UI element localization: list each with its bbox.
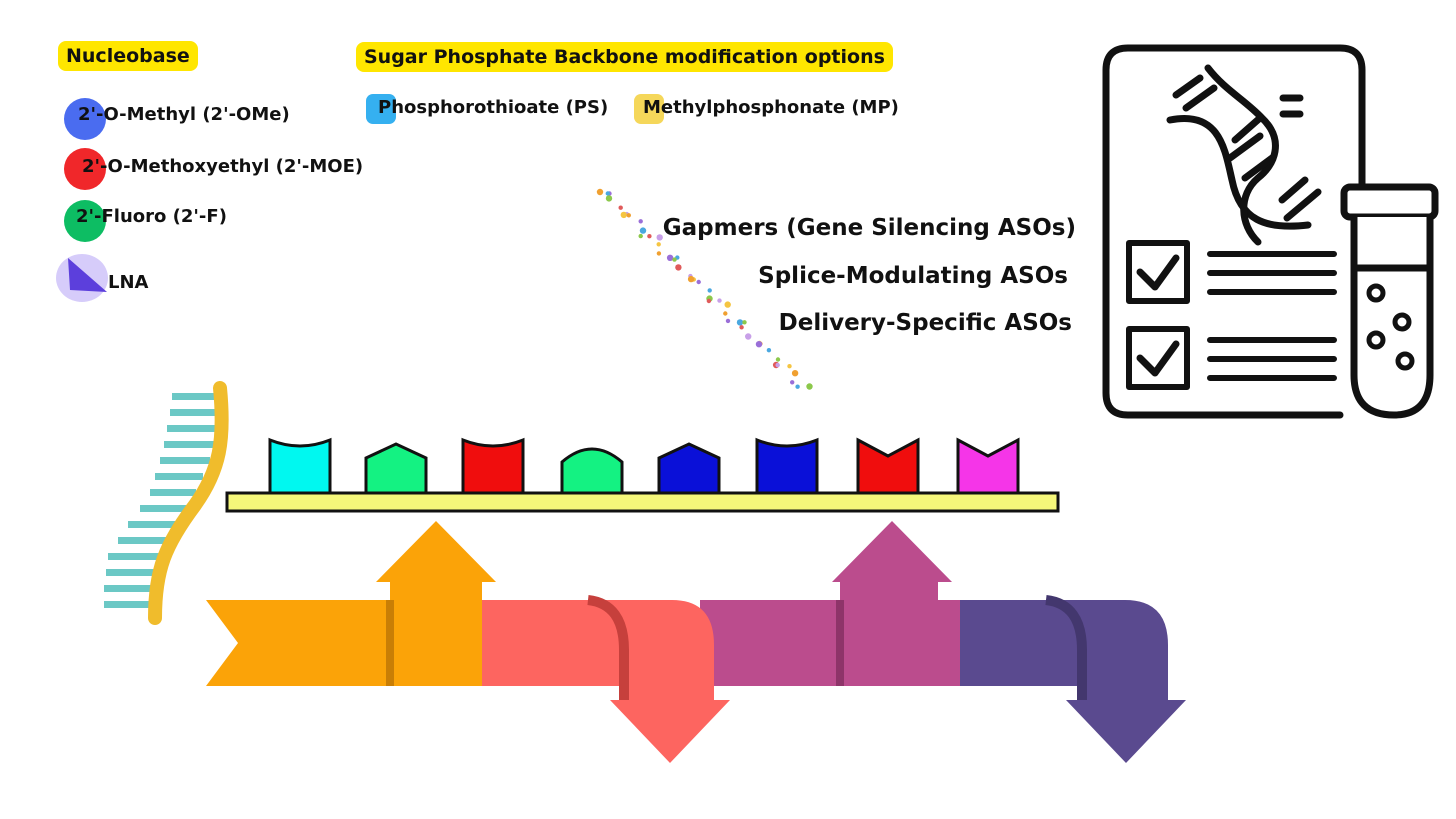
molecule-atom <box>742 320 747 325</box>
molecule-atom <box>672 257 677 262</box>
molecule-atom <box>620 211 627 219</box>
base-block-7 <box>856 437 920 495</box>
fluoro-label: 2'-Fluoro (2'-F) <box>76 206 227 227</box>
molecule-atom <box>696 279 701 285</box>
aso-type-delivery: Delivery-Specific ASOs <box>778 310 1072 336</box>
molecule-atom <box>723 311 728 316</box>
molecule-atom <box>675 264 682 271</box>
molecule-atom <box>775 357 781 362</box>
molecule-atom <box>647 234 652 239</box>
backbone-title: Sugar Phosphate Backbone modification op… <box>356 42 893 72</box>
molecule-atom <box>626 213 631 218</box>
base-block-4 <box>560 447 624 495</box>
molecule-atom <box>725 318 731 324</box>
molecule-atom <box>736 319 744 326</box>
molecule-atom <box>791 370 799 377</box>
molecule-atom <box>687 275 695 283</box>
backbone-rail <box>225 491 1060 513</box>
dna-icon <box>1166 64 1322 246</box>
ome-dot <box>64 98 106 140</box>
molecule-atom <box>656 234 663 241</box>
molecule-atom <box>638 219 643 224</box>
mp-swatch <box>634 94 664 124</box>
base-block-6 <box>755 437 819 495</box>
molecule-atom <box>745 333 752 340</box>
molecule-atom <box>775 362 780 368</box>
ps-label: Phosphorothioate (PS) <box>378 97 609 118</box>
molecule-atom <box>596 188 604 196</box>
molecule-atom <box>806 383 813 390</box>
molecule-atom <box>605 191 610 196</box>
molecule-atom <box>787 364 792 369</box>
moe-label: 2'-O-Methoxyethyl (2'-MOE) <box>82 156 364 177</box>
test-tube-icon <box>1340 183 1439 419</box>
helix-icon <box>104 381 229 625</box>
molecule-atom <box>638 233 643 239</box>
molecule-atom <box>724 301 731 308</box>
aso-type-gapmers: Gapmers (Gene Silencing ASOs) <box>662 215 1076 241</box>
base-block-8 <box>956 437 1020 495</box>
molecule-atom <box>706 298 712 304</box>
base-block-5 <box>657 442 721 495</box>
molecule-atom <box>790 380 795 385</box>
mp-label: Methylphosphonate (MP) <box>643 97 899 118</box>
nucleobase-title: Nucleobase <box>58 41 198 71</box>
molecule-atom <box>766 348 772 353</box>
molecule-atom <box>656 251 662 256</box>
molecule-atom <box>666 254 674 261</box>
molecule-atom <box>755 341 763 348</box>
aso-type-splice: Splice-Modulating ASOs <box>758 263 1068 289</box>
molecule-atom <box>639 227 647 234</box>
base-block-1 <box>268 437 332 495</box>
base-row <box>268 437 1020 495</box>
molecule-atom <box>618 205 623 210</box>
moe-dot <box>64 148 106 190</box>
molecule-strand-icon <box>596 188 813 390</box>
flow-arrows <box>206 521 1186 763</box>
lna-label: LNA <box>108 272 149 293</box>
ome-label: 2'-O-Methyl (2'-OMe) <box>78 104 290 125</box>
molecule-atom <box>656 242 661 247</box>
molecule-atom <box>739 325 744 330</box>
molecule-atom <box>605 195 613 202</box>
fluoro-dot <box>64 200 106 242</box>
molecule-atom <box>707 288 712 293</box>
molecule-atom <box>795 384 800 389</box>
base-block-2 <box>364 442 428 495</box>
base-block-3 <box>461 437 525 495</box>
molecule-atom <box>717 298 722 303</box>
ps-swatch <box>366 94 396 124</box>
checklist-icon <box>1102 44 1366 419</box>
